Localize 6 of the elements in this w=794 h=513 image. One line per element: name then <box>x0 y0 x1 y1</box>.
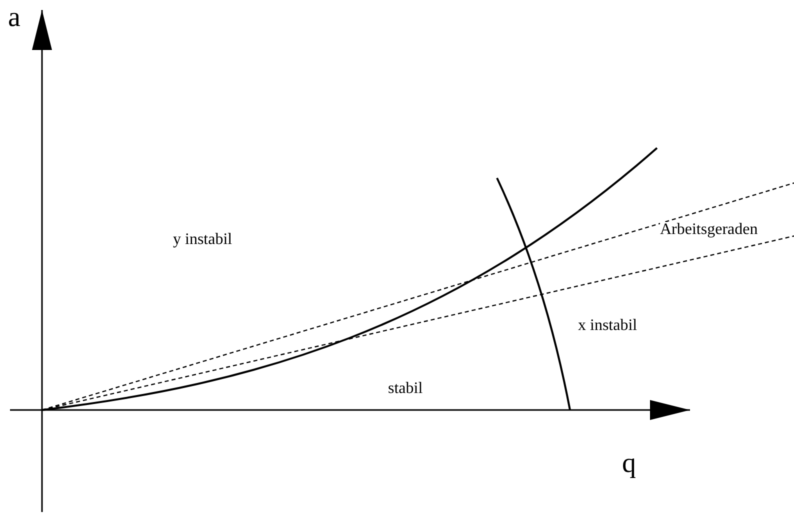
line-label: Arbeitsgeraden <box>660 222 758 238</box>
axis-label: q <box>622 450 636 478</box>
region-label: x instabil <box>578 318 638 334</box>
axis-label: a <box>8 4 20 32</box>
region-label: y instabil <box>173 232 232 248</box>
region-label: stabil <box>388 381 423 397</box>
